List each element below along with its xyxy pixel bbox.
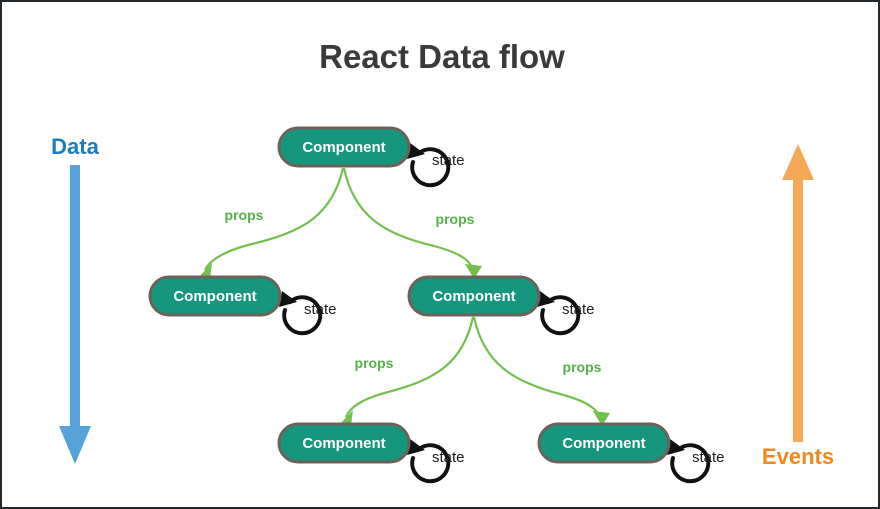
data-axis-group: Data — [51, 134, 100, 464]
state-loop-child-left: state — [279, 291, 337, 336]
component-pill[interactable] — [277, 126, 411, 168]
props-edge-child-right-to-leaf-left: props — [339, 316, 475, 426]
state-loop-leaf-left: state — [407, 439, 465, 484]
state-loop-child-right: state — [537, 291, 595, 336]
component-label: Component — [432, 288, 515, 305]
props-edge-root-to-child-left: props — [198, 167, 345, 279]
props-edge-label: props — [225, 207, 264, 223]
state-label: state — [432, 152, 465, 169]
props-edge-root-to-child-right: props — [342, 167, 482, 279]
component-node-root[interactable]: Component — [277, 126, 411, 168]
events-up-arrow-icon — [782, 144, 814, 442]
props-edge-label: props — [436, 211, 475, 227]
component-label: Component — [562, 435, 645, 452]
component-node-leaf-left[interactable]: Component — [277, 422, 411, 464]
component-nodes-group: Component Component Component Component … — [148, 126, 671, 464]
component-label: Component — [173, 288, 256, 305]
events-axis-group: Events — [762, 144, 834, 469]
component-pill[interactable] — [277, 422, 411, 464]
state-label: state — [692, 449, 725, 466]
component-node-child-right[interactable]: Component — [407, 275, 541, 317]
props-edge-child-right-to-leaf-right: props — [472, 316, 610, 426]
component-node-child-left[interactable]: Component — [148, 275, 282, 317]
state-loops-group: state state state state — [279, 143, 725, 484]
data-down-arrow-icon — [59, 165, 91, 464]
props-edge-label: props — [355, 355, 394, 371]
state-label: state — [304, 301, 337, 318]
state-loop-root: state — [407, 143, 465, 188]
events-axis-label: Events — [762, 444, 834, 469]
component-pill[interactable] — [148, 275, 282, 317]
component-node-leaf-right[interactable]: Component — [537, 422, 671, 464]
data-axis-label: Data — [51, 134, 99, 159]
state-loop-leaf-right: state — [667, 439, 725, 484]
props-edge-label: props — [563, 359, 602, 375]
state-label: state — [432, 449, 465, 466]
component-label: Component — [302, 435, 385, 452]
state-label: state — [562, 301, 595, 318]
component-pill[interactable] — [537, 422, 671, 464]
component-pill[interactable] — [407, 275, 541, 317]
page-title: React Data flow — [319, 38, 565, 75]
component-label: Component — [302, 139, 385, 156]
props-edges-group: props props props props — [198, 167, 610, 426]
